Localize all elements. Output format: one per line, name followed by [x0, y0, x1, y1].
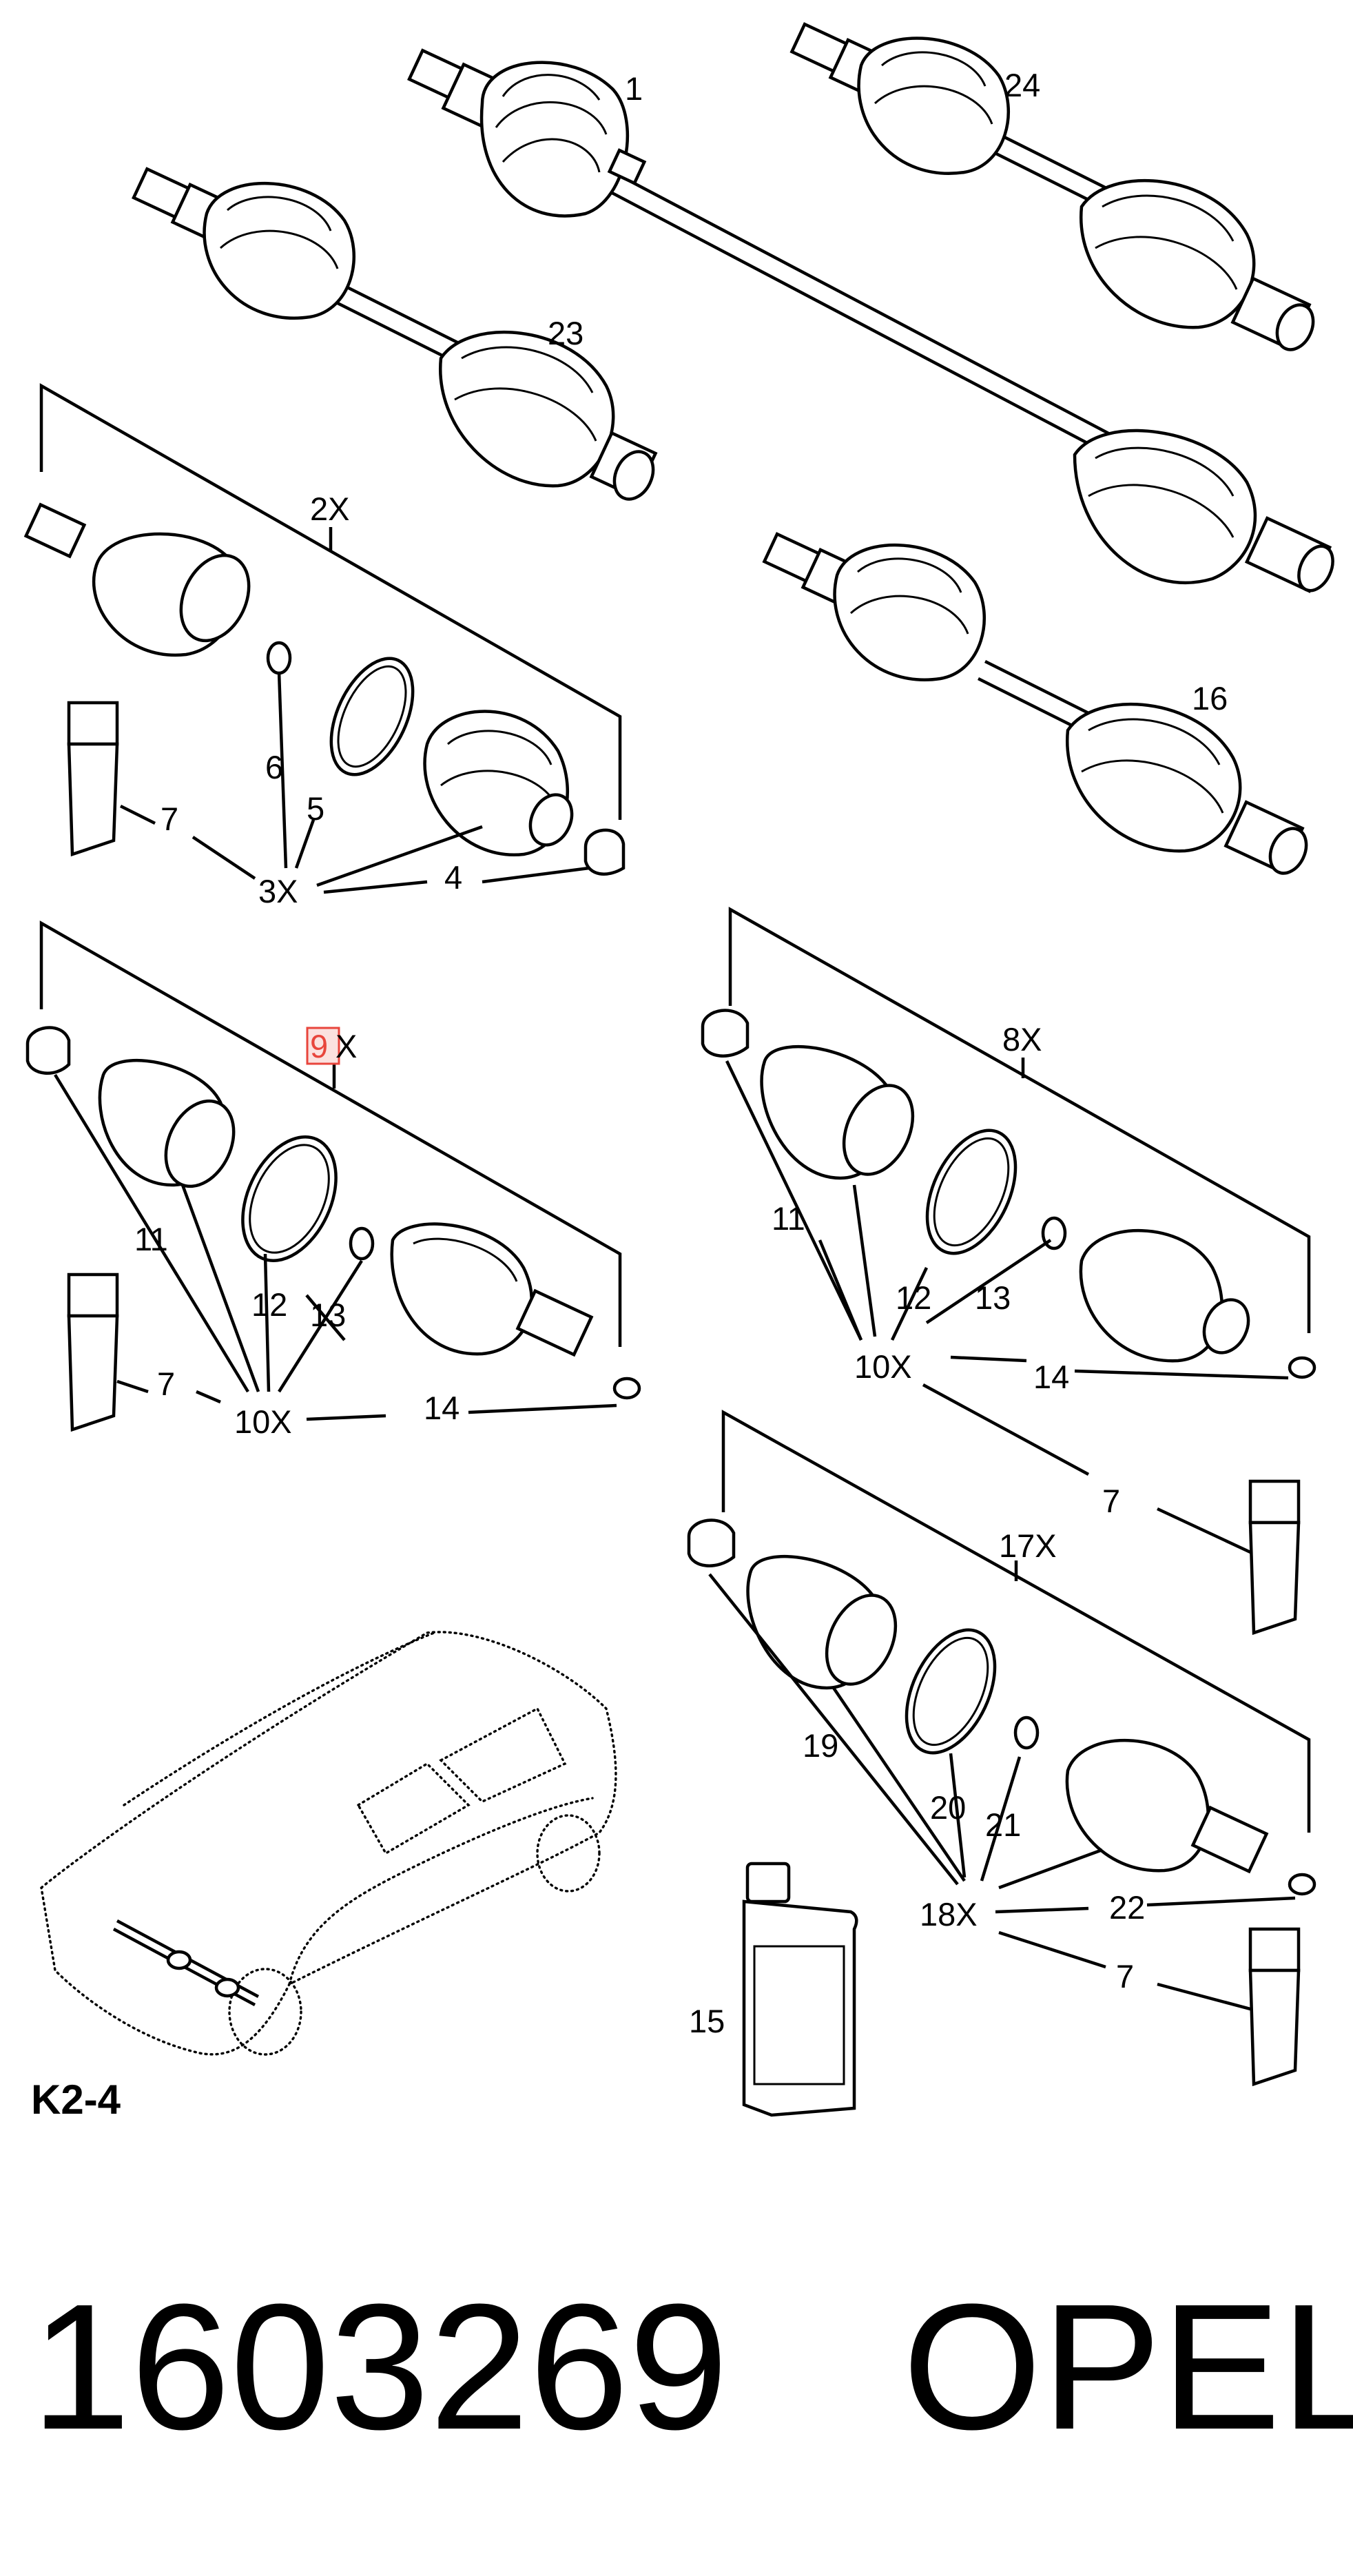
part-number: 1603269 [31, 2267, 728, 2467]
callout-4: 4 [444, 859, 462, 896]
callout-15: 15 [689, 2003, 725, 2039]
callout-22: 22 [1109, 1889, 1145, 1926]
callout-13-kit8x: 13 [975, 1279, 1011, 1316]
brand-name: OPEL [902, 2267, 1353, 2467]
highlight-box-9 [306, 1027, 340, 1065]
drive-shaft-23 [132, 167, 658, 501]
callout-10x-kit8x: 10X [854, 1348, 912, 1385]
diagram-code: K2-4 [31, 2077, 121, 2123]
callout-8x: 8X [1002, 1021, 1042, 1058]
callout-9-highlighted: 9 [310, 1028, 328, 1064]
callout-14-kit8x: 14 [1033, 1359, 1069, 1395]
callout-11-kit9x: 11 [134, 1221, 168, 1257]
kit-8x [701, 907, 1316, 1636]
vehicle-locator-illustration [40, 1631, 617, 2056]
callout-24: 24 [1004, 67, 1040, 103]
callout-5: 5 [307, 790, 324, 827]
callout-7-kit9x: 7 [157, 1366, 175, 1402]
kit-2x [23, 383, 626, 894]
callout-20: 20 [930, 1789, 966, 1826]
callout-3x: 3X [258, 873, 298, 909]
callout-11-kit8x: 11 [772, 1200, 805, 1237]
oil-bottle-15 [742, 1862, 858, 2117]
callout-19: 19 [803, 1727, 838, 1764]
callout-12-kit8x: 12 [896, 1279, 931, 1316]
callout-23: 23 [548, 315, 583, 351]
callout-7-kit17x: 7 [1116, 1958, 1134, 1995]
callout-10x-kit9x: 10X [234, 1403, 292, 1440]
kit-17x [687, 1410, 1316, 2087]
drive-shaft-16 [762, 532, 1308, 875]
callout-2x: 2X [310, 491, 350, 527]
callout-labels: 1 24 23 2X 16 6 5 7 3X 4 9 X 8X 11 12 13… [134, 67, 1228, 2039]
callout-7-kit8x: 7 [1102, 1483, 1120, 1519]
callout-17x: 17X [999, 1527, 1057, 1564]
callout-1: 1 [625, 70, 643, 107]
drive-shaft-24 [789, 22, 1315, 351]
callout-6: 6 [265, 749, 283, 785]
callout-7-kit2x: 7 [161, 801, 178, 837]
callout-14-kit9x: 14 [424, 1390, 459, 1426]
callout-18x: 18X [920, 1896, 978, 1933]
callout-12-kit9x: 12 [251, 1286, 287, 1323]
callout-16: 16 [1192, 680, 1228, 717]
callout-21: 21 [985, 1806, 1021, 1843]
drive-shaft-1 [407, 48, 1334, 593]
callout-13-kit9x: 13 [310, 1297, 346, 1333]
kit-9x [25, 920, 641, 1432]
callout-9x-suffix: X [335, 1028, 357, 1064]
